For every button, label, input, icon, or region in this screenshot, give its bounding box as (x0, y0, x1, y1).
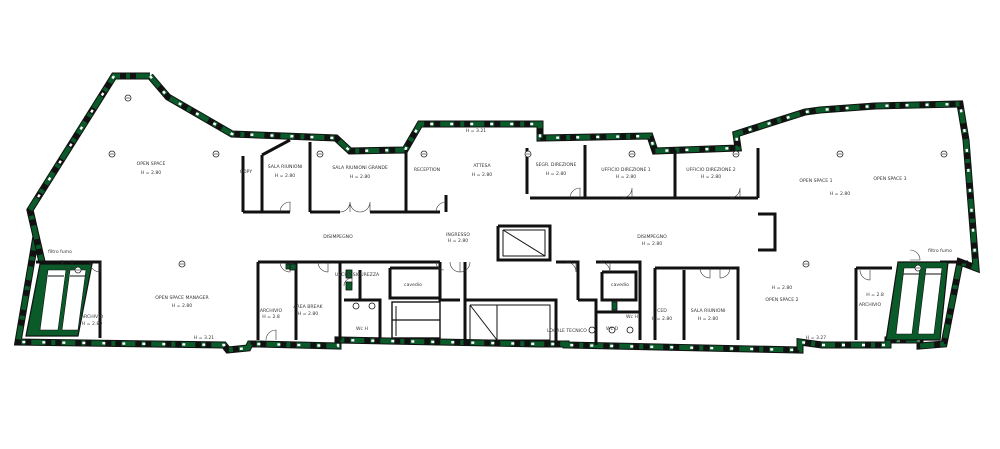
sala-riunioni-grande-height: H = 2.80 (350, 174, 371, 180)
stair-center (391, 301, 441, 339)
disimpegno-right-height: H = 2.80 (642, 241, 663, 247)
open-space-1-name: OPEN SPACE 1 (799, 178, 832, 184)
open-space-top-left-height: H = 2.80 (141, 170, 162, 176)
copy-name: COPY (240, 169, 252, 175)
area-break-name: AREA BREAK (293, 304, 323, 310)
cavedio-right-name: cavedio (611, 282, 629, 288)
segr-direzione-name: SEGR. DIREZIONE (536, 162, 577, 168)
ingresso-height: H = 2.80 (448, 238, 469, 244)
open-space-1-height: H = 2.80 (830, 191, 851, 197)
stair-right (885, 261, 949, 341)
wc-fixtures (285, 263, 634, 334)
ufficio-direzione-2-height: H = 2.80 (701, 174, 722, 180)
ufficio-direzione-2-name: UFFICIO DIREZIONE 2 (686, 167, 736, 173)
archivio-left-name: ARCHIVIO (81, 314, 104, 320)
disimpegno-left-name: DISIMPEGNO (323, 234, 353, 240)
archivio-left-height: H = 2.80 (82, 321, 103, 327)
h-ext-top-label: H = 3.21 (466, 128, 487, 134)
interior-walls (36, 138, 968, 345)
ceiling-lights (74, 94, 948, 274)
ufficio-direzione-1-height: H = 2.80 (616, 174, 637, 180)
reception-name: RECEPTION (414, 167, 440, 173)
h-ext-right-label: H = 3.27 (806, 335, 827, 341)
h-ext-left-label: H = 3.21 (194, 335, 215, 341)
open-space-2-height: H = 2.80 (772, 285, 793, 291)
disimpegno-right-name: DISIMPEGNO (637, 234, 667, 240)
sala-riunioni-small-height: H = 2.80 (698, 316, 719, 322)
attesa-name: ATTESA (473, 163, 491, 169)
open-space-top-left-name: OPEN SPACE (137, 161, 166, 167)
doors (61, 187, 921, 341)
sala-riunioni-grande-name: SALA RIUNIONI GRANDE (332, 165, 388, 171)
open-space-manager-name: OPEN SPACE MANAGER (155, 295, 209, 301)
locale-tecnico-name: LOCALE TECNICO (547, 328, 587, 334)
archivio-mid-height: H = 2.8 (262, 314, 280, 320)
ingresso-name: INGRESSO (446, 232, 470, 238)
segr-direzione-height: H = 2.80 (546, 171, 567, 177)
filtro-fumo-right-label: filtro fumo (928, 248, 952, 254)
filtro-fumo-left-label: filtro fumo (48, 249, 72, 255)
cavedio-left-name: cavedio (404, 282, 422, 288)
open-space-2-name: OPEN SPACE 2 (765, 297, 798, 303)
attesa-height: H = 2.80 (472, 172, 493, 178)
area-break-height: H = 2.80 (298, 311, 319, 317)
open-space-manager-height: H = 2.80 (172, 303, 193, 309)
ufficio-direzione-1-name: UFFICIO DIREZIONE 1 (601, 167, 651, 173)
exterior-walls (13, 72, 980, 354)
annotations: filtro fumo filtro fumo Wc H Wc H Wc D H… (48, 128, 952, 341)
sala-riunioni-small-name: SALA RIUNIONI (691, 308, 726, 314)
archivio-right-name: ARCHIVIO (859, 302, 882, 308)
sala-riunioni-height: H = 2.80 (275, 173, 296, 179)
wc-d-label: Wc D (606, 326, 619, 332)
room-labels: OPEN SPACE H = 2.80 COPY SALA RIUNIONI H… (81, 161, 907, 334)
wc-left-label: Wc H (356, 326, 368, 332)
open-space-3-name: OPEN SPACE 3 (873, 176, 906, 182)
ced-name: CED (657, 308, 667, 314)
ced-height: H = 2.80 (652, 316, 673, 322)
uscita-sicurezza-name: USCITA SICUREZZA (335, 272, 380, 278)
archivio-mid-name: ARCHIVIO (260, 308, 283, 314)
wc-right-label: Wc H (626, 314, 638, 320)
sala-riunioni-name: SALA RIUNIONI (268, 164, 303, 170)
archivio-right-height: H = 2.8 (866, 292, 884, 298)
